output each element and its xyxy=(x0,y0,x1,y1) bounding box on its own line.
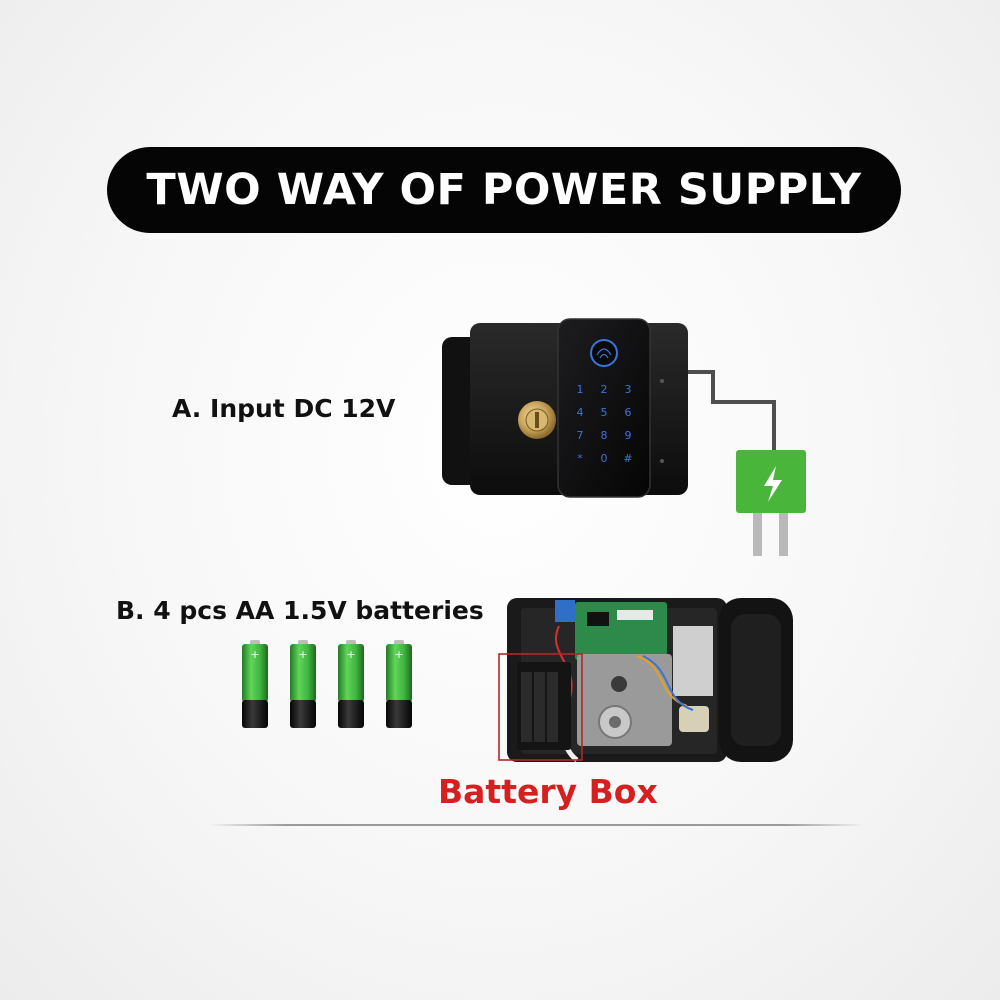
fingerprint-icon xyxy=(590,339,618,367)
terminal-block xyxy=(555,600,575,622)
option-a-label: A. Input DC 12V xyxy=(172,394,396,423)
plug-prong-left xyxy=(753,513,762,556)
battery-icon: + xyxy=(338,640,364,728)
keypad-key: 7 xyxy=(577,429,584,442)
plug-prong-right xyxy=(779,513,788,556)
option-b-label: B. 4 pcs AA 1.5V batteries xyxy=(116,596,484,625)
keypad-key: 9 xyxy=(625,429,632,442)
battery-icon: + xyxy=(242,640,268,728)
lightning-bolt-icon xyxy=(764,466,782,502)
svg-text:+: + xyxy=(250,648,259,661)
battery-icon: + xyxy=(290,640,316,728)
keypad-key: # xyxy=(623,452,632,465)
keypad-key: 8 xyxy=(601,429,608,442)
keypad-key: 2 xyxy=(601,383,608,396)
keypad-key: 6 xyxy=(625,406,632,419)
keypad-key: * xyxy=(577,452,583,465)
title-banner: TWO WAY OF POWER SUPPLY xyxy=(107,147,901,233)
keypad-key: 3 xyxy=(625,383,632,396)
key-cylinder xyxy=(518,401,556,439)
battery-icon: + xyxy=(386,640,412,728)
battery-box-label: Battery Box xyxy=(438,772,658,811)
aa-batteries-image: + + + + xyxy=(242,640,412,728)
svg-text:+: + xyxy=(346,648,355,661)
bottom-divider xyxy=(208,824,864,826)
keypad-panel xyxy=(557,318,651,498)
smart-lock-front-image: 1 2 3 4 5 6 7 8 9 * 0 # xyxy=(442,318,688,498)
latch-mechanism xyxy=(673,626,713,696)
power-adapter-image xyxy=(688,370,806,556)
page-title: TWO WAY OF POWER SUPPLY xyxy=(146,165,862,215)
keypad-key: 0 xyxy=(601,452,608,465)
keypad-key: 1 xyxy=(577,383,584,396)
keypad-key: 4 xyxy=(577,406,584,419)
svg-text:+: + xyxy=(298,648,307,661)
keypad-key: 5 xyxy=(601,406,608,419)
keypad-grid: 1 2 3 4 5 6 7 8 9 * 0 # xyxy=(577,383,633,465)
battery-box-highlight xyxy=(498,653,583,761)
lock-interior-image xyxy=(498,598,793,763)
svg-text:+: + xyxy=(394,648,403,661)
power-cable xyxy=(688,370,776,452)
